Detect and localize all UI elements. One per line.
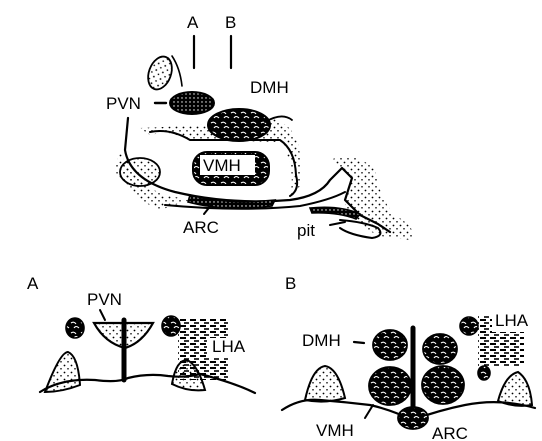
dmh-nucleus (208, 109, 270, 141)
pit-pointer (330, 222, 345, 225)
section-mark-a: A (187, 13, 199, 32)
panel-a-label-pvn: PVN (87, 290, 122, 309)
fornix-line (172, 56, 182, 86)
anterior-commissure (144, 53, 176, 92)
panel-a: A PVN LHA (27, 274, 255, 393)
panel-b-vmh-left (369, 367, 411, 405)
panel-b-label-arc: ARC (432, 424, 468, 441)
panel-b-lobe-right (498, 372, 532, 406)
panel-a-lobe-left (45, 352, 80, 392)
panel-a-label: A (27, 274, 39, 293)
arc-nucleus (188, 195, 275, 208)
panel-b-label: B (285, 274, 296, 293)
panel-b-oval-small (478, 366, 490, 380)
section-mark-b: B (225, 13, 236, 32)
label-pit: pit (297, 221, 315, 240)
stipple-posterior (330, 157, 413, 240)
panel-b-dmh-pointer (354, 342, 364, 343)
label-dmh: DMH (250, 78, 289, 97)
panel-b-label-vmh: VMH (316, 421, 354, 440)
panel-b: B LHA DMH VMH ARC (282, 274, 538, 441)
pvn-nucleus (170, 92, 214, 114)
panel-b-label-dmh: DMH (302, 331, 341, 350)
panel-b-oval-top (460, 317, 478, 335)
label-arc: ARC (183, 218, 219, 237)
panel-b-dmh-right (423, 334, 457, 364)
panel-b-vmh-pointer (365, 405, 373, 418)
label-vmh: VMH (203, 156, 241, 175)
panel-b-label-lha: LHA (495, 311, 529, 330)
panel-b-dmh-left (373, 330, 407, 360)
panel-b-vmh-right (422, 366, 464, 404)
panel-b-arc (398, 407, 428, 429)
panel-a-oval-left (66, 318, 84, 338)
panel-b-lobe-left (305, 366, 345, 402)
sagittal-section: A B PVN DMH VMH ARC (106, 13, 413, 240)
panel-a-label-lha: LHA (212, 337, 246, 356)
panel-a-oval-right (162, 316, 180, 336)
label-pvn: PVN (106, 94, 141, 113)
panel-a-pvn-pointer (100, 310, 105, 320)
optic-chiasm (120, 158, 160, 186)
